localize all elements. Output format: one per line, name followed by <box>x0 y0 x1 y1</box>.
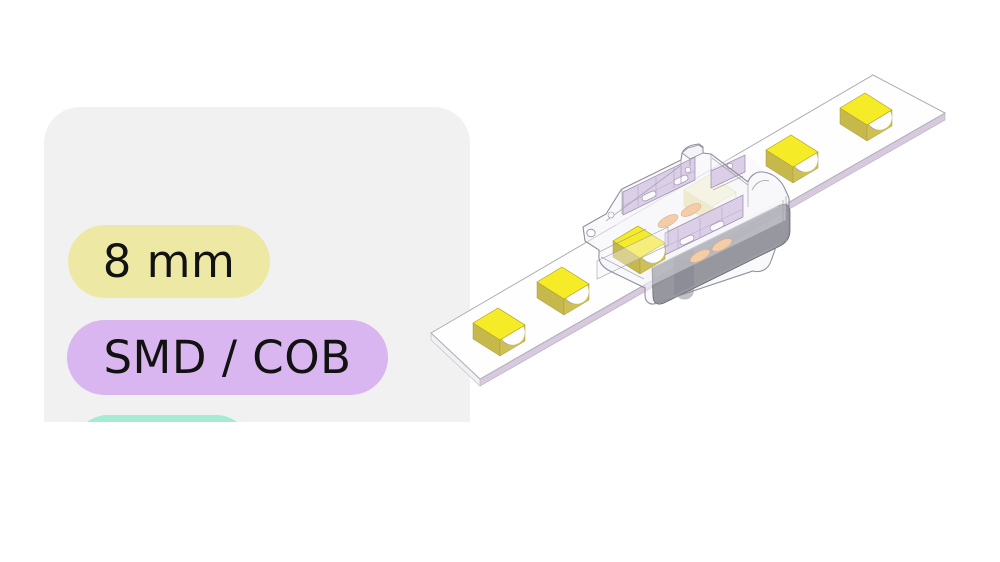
connector-plates <box>622 154 746 256</box>
connector-front-wall <box>646 197 786 288</box>
connector-base-top-edge <box>651 205 779 269</box>
contact-1 <box>657 214 679 228</box>
badge-extra-clipped <box>73 415 251 422</box>
plate-hole-1 <box>684 166 692 174</box>
mounting-wing-hole <box>586 228 596 238</box>
badge-led-type-label: SMD / COB <box>103 331 352 384</box>
spec-card: 8 mm SMD / COB <box>44 107 470 422</box>
badge-strip-width-label: 8 mm <box>102 235 236 288</box>
plate-slot-1 <box>641 190 657 202</box>
housing-fin-inner <box>751 180 770 191</box>
badge-strip-width: 8 mm <box>68 225 270 298</box>
contact-2 <box>680 203 702 217</box>
connector-plate-upper-right <box>710 154 746 189</box>
connector-base-left-post <box>674 248 694 300</box>
connector-plate-upper <box>622 156 696 216</box>
connector-base-lip <box>659 239 789 304</box>
plate-ridges <box>637 168 723 248</box>
connector-housing-outline <box>582 143 790 305</box>
connector-contacts <box>657 203 733 263</box>
badge-led-type: SMD / COB <box>67 320 388 395</box>
contact-3 <box>689 249 711 263</box>
plate-slot-3 <box>679 234 695 246</box>
clamp-hole <box>607 211 615 219</box>
contact-4 <box>711 238 733 252</box>
plate-slot-4 <box>709 220 725 232</box>
housing-wireframe-lines <box>598 154 787 280</box>
housing-left-wall <box>596 226 669 280</box>
